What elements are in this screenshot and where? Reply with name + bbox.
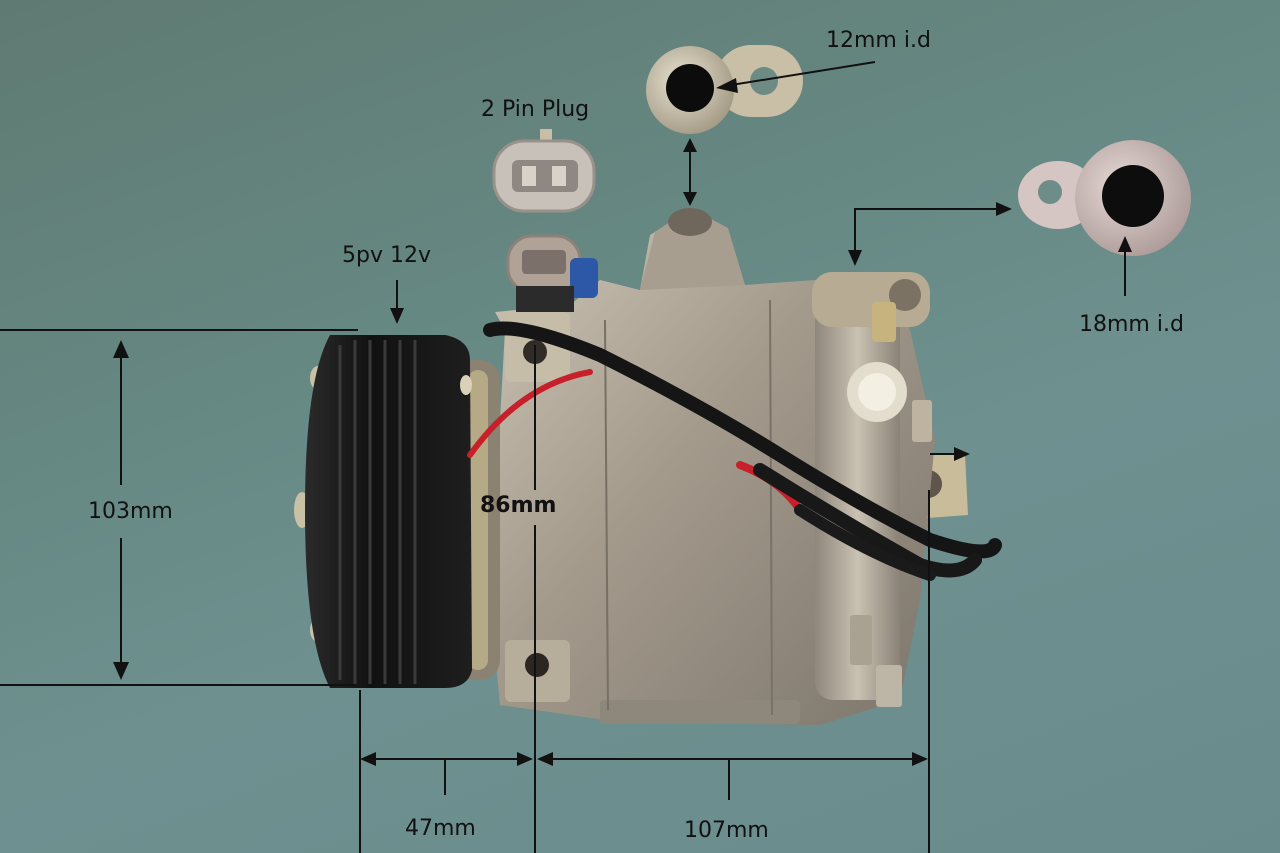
inlet-fitting-label: 18mm i.d <box>1079 312 1184 337</box>
compressor-body <box>455 208 968 725</box>
pulley-diameter-label: 103mm <box>88 499 173 524</box>
outlet-fitting-12mm <box>646 45 803 134</box>
mount-to-mount-label: 107mm <box>684 818 769 843</box>
mounted-connector <box>506 234 598 312</box>
wiring-harness <box>467 321 1002 581</box>
dimension-lines <box>0 61 1132 853</box>
two-pin-plug <box>492 129 596 213</box>
outlet-fitting-label: 12mm i.d <box>826 28 931 53</box>
pulley-to-mount-label: 47mm <box>405 816 476 841</box>
body-height-label: 86mm <box>480 493 557 518</box>
connector-label: 2 Pin Plug <box>481 97 590 122</box>
pulley-spec-label: 5pv 12v <box>342 243 431 268</box>
inlet-fitting-18mm <box>1018 140 1191 256</box>
pulley <box>294 335 472 688</box>
